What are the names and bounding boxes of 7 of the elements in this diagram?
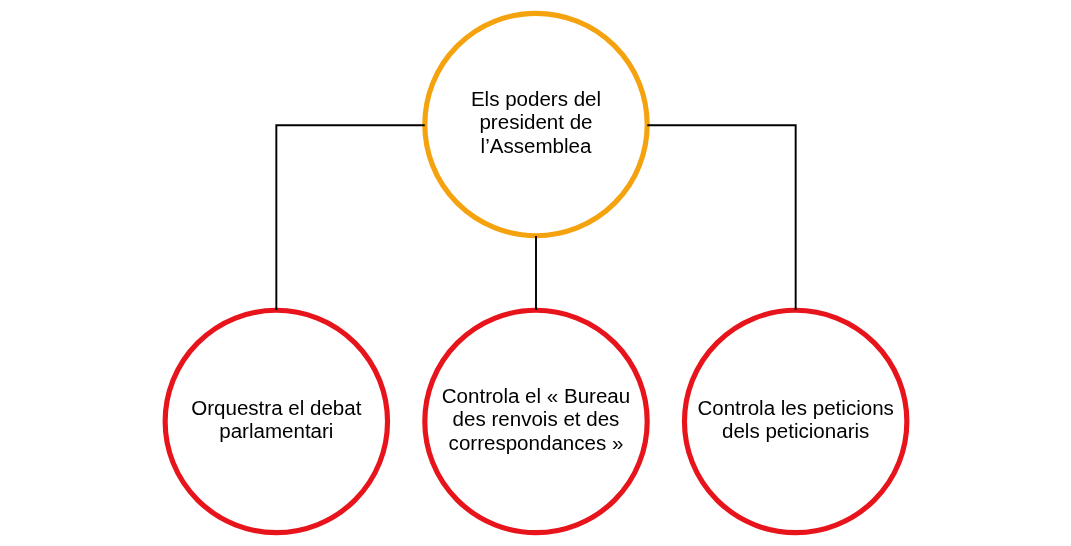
node-circle: Controla el « Bureau des renvois et des correspondances » bbox=[421, 307, 650, 536]
node-circle: Orquestra el debat parlamentari bbox=[162, 307, 390, 536]
node-circle: Controla les peticions dels peticionaris bbox=[681, 307, 909, 536]
connector bbox=[534, 234, 537, 311]
connector bbox=[274, 124, 426, 311]
node-circle: Els poders del president de l’Assemblea bbox=[421, 10, 650, 239]
connector bbox=[645, 124, 797, 311]
